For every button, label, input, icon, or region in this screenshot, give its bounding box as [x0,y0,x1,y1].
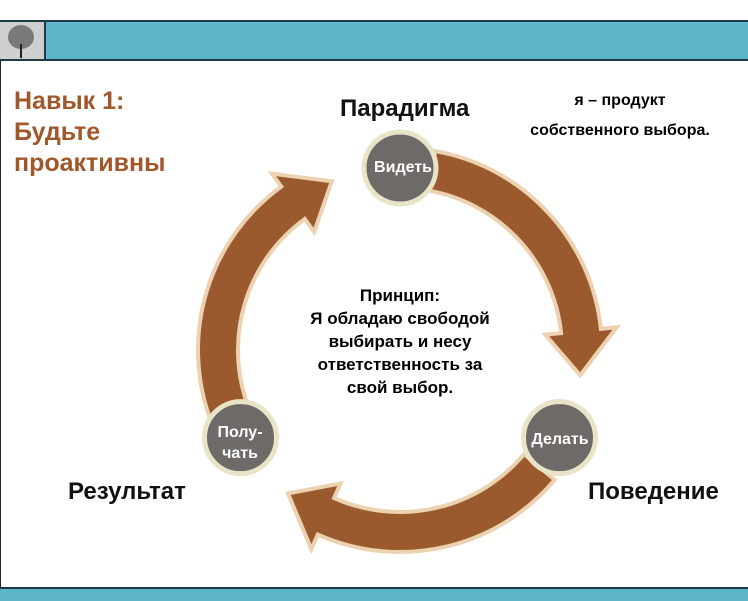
node-do-circle [520,399,598,477]
header-bar [0,20,748,61]
principle-line: Я обладаю свободой [310,309,490,328]
node-see: Видеть [374,159,432,176]
title-line: Будьте [14,118,101,146]
slide-title: Навык 1: Будьте проактивны [14,86,166,179]
label-behavior: Поведение [588,478,719,505]
quote-line: собственного выбора. [530,122,710,139]
node-get-circle [202,399,280,477]
node-get-line: чать [222,445,258,462]
principle-text: Принцип: Я обладаю свободой выбирать и н… [280,284,520,399]
principle-line: Принцип: [359,286,441,305]
title-line: Навык 1: [14,87,125,115]
quote: я – продукт собственного выбора. [500,86,740,146]
label-paradigm: Парадигма [340,95,470,122]
node-get: Полу- чать [200,422,280,464]
arrow-do-to-get [285,451,558,555]
label-result: Результат [68,478,186,505]
node-get-line: Полу- [217,424,263,441]
footer-bar [0,587,748,601]
node-see-circle [361,129,439,207]
slide-border [0,61,1,587]
arrow-see-to-do [425,148,622,379]
node-do: Делать [531,431,589,448]
quote-line: я – продукт [574,92,666,109]
title-line: проактивны [14,149,166,177]
principle-line: выбирать и несу [328,332,472,351]
arrow-get-to-see [196,171,335,422]
principle-line: свой выбор. [346,378,454,397]
principle-line: ответственность за [317,355,483,374]
tree-logo-icon [0,22,46,59]
